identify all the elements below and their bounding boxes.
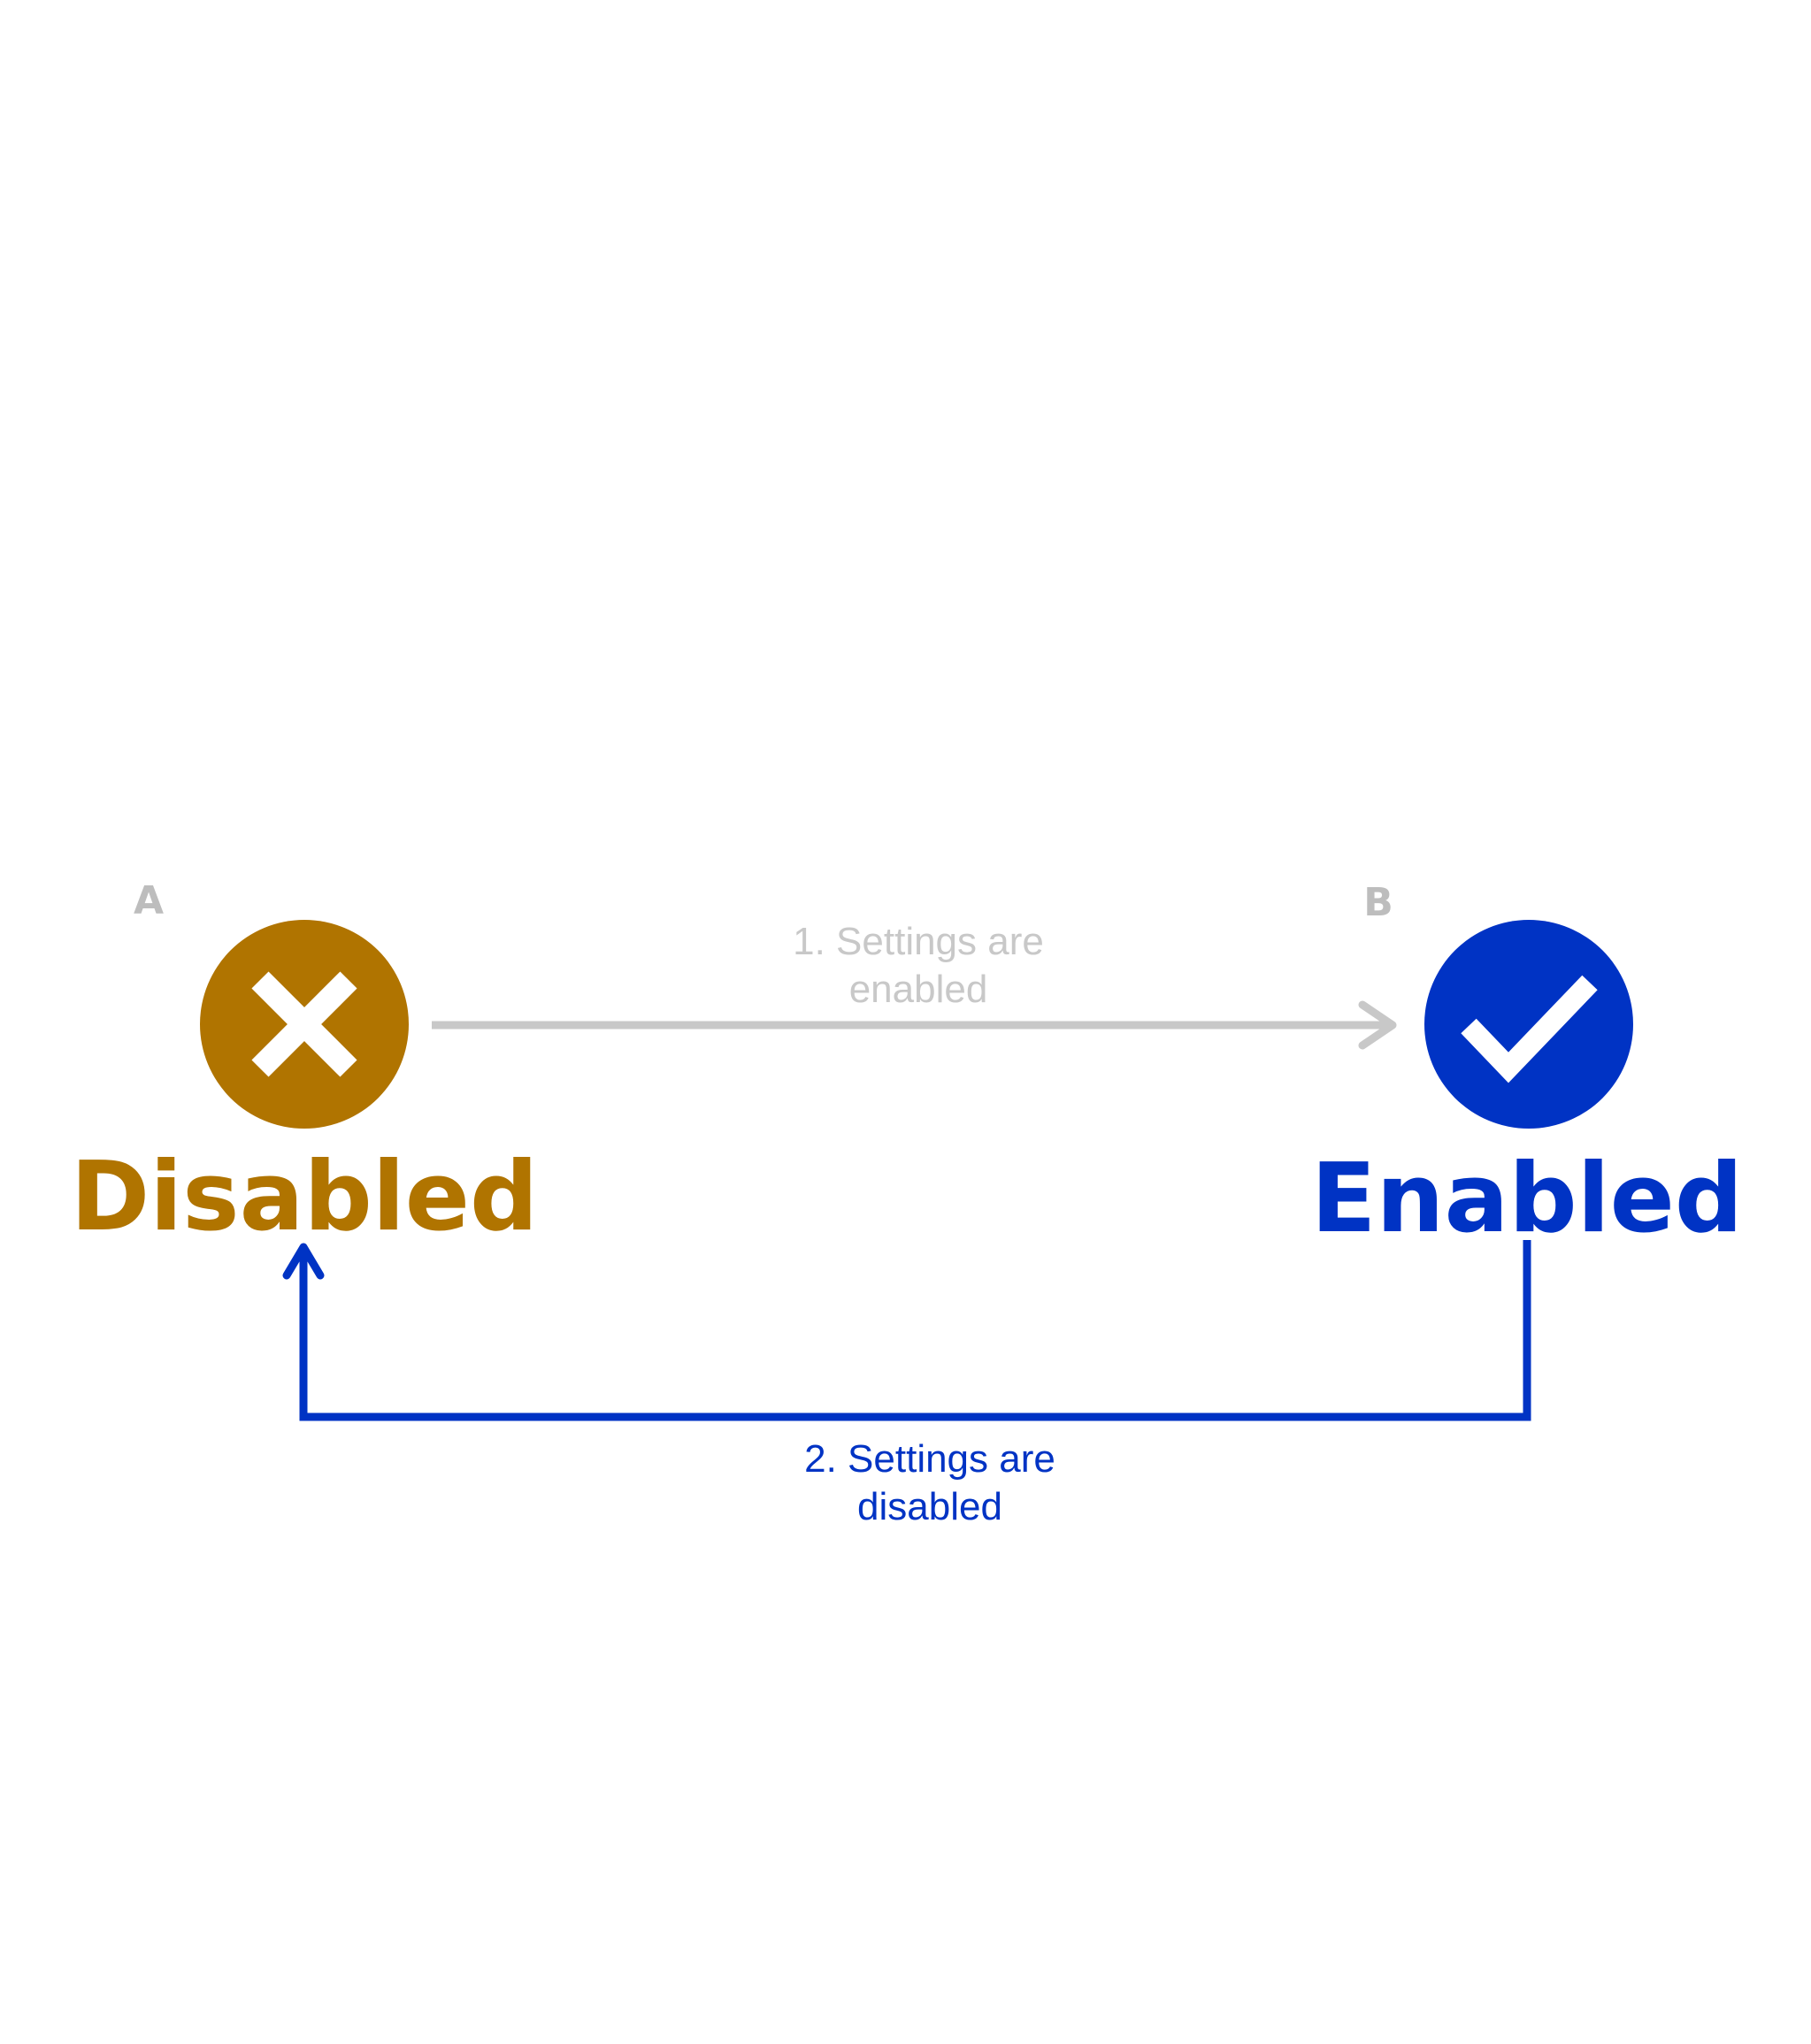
- close-icon: [251, 971, 357, 1077]
- node-a-letter: A: [134, 878, 164, 923]
- enabled-state-icon: [1424, 920, 1633, 1129]
- enable-transition-label-line1: 1. Settings are: [793, 920, 1044, 963]
- node-b-letter: B: [1363, 880, 1393, 925]
- disabled-state-label: Disabled: [71, 1142, 539, 1252]
- disable-transition-label-line2: disabled: [857, 1485, 1002, 1528]
- disable-transition-arrow: [282, 1240, 1531, 1421]
- disabled-state-icon: [200, 920, 409, 1129]
- arrowhead-right-icon: [1358, 1000, 1397, 1050]
- enable-transition-label-line2: enabled: [849, 968, 988, 1011]
- arrowhead-up-icon: [282, 1243, 325, 1280]
- enable-transition-arrow: [432, 1000, 1397, 1050]
- disable-transition-label-line1: 2. Settings are: [804, 1437, 1055, 1481]
- enabled-state-label: Enabled: [1311, 1144, 1743, 1254]
- check-icon: [1461, 975, 1598, 1083]
